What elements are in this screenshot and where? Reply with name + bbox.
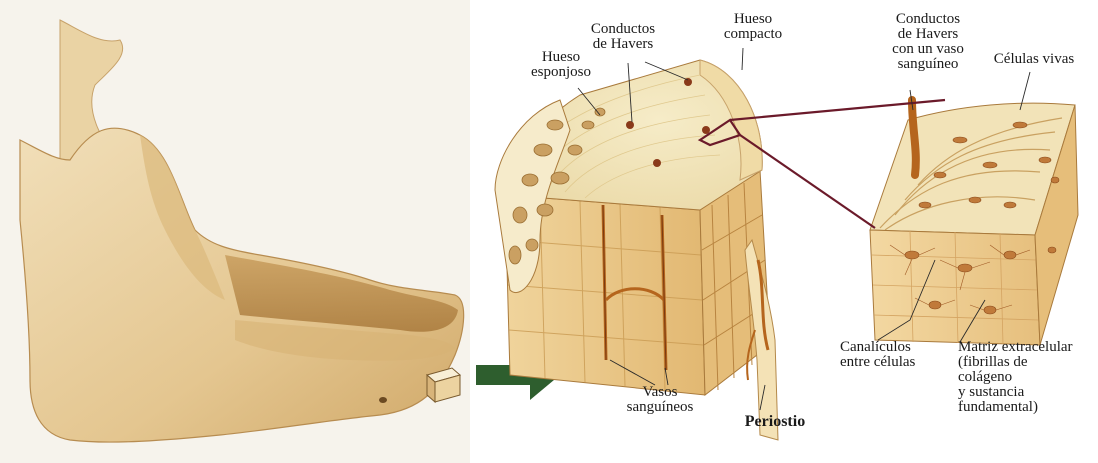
label-vasos-sanguineos: Vasos sanguíneos	[615, 385, 705, 415]
magnified-osteon-illustration	[870, 100, 1078, 345]
label-conductos-havers-vaso: Conductos de Havers con un vaso sanguíne…	[880, 12, 976, 72]
mandible-illustration	[0, 0, 470, 463]
label-matriz-extracelular: Matriz extracelular (fibrillas de coláge…	[958, 340, 1098, 415]
label-celulas-vivas: Células vivas	[984, 52, 1084, 67]
label-periostio: Periostio	[730, 414, 820, 429]
label-hueso-esponjoso: Hueso esponjoso	[525, 50, 597, 80]
bone-sample-block	[427, 368, 460, 402]
label-conductos-havers: Conductos de Havers	[578, 22, 668, 52]
label-canaliculos: Canalículos entre células	[840, 340, 940, 370]
label-hueso-compacto: Hueso compacto	[708, 12, 798, 42]
